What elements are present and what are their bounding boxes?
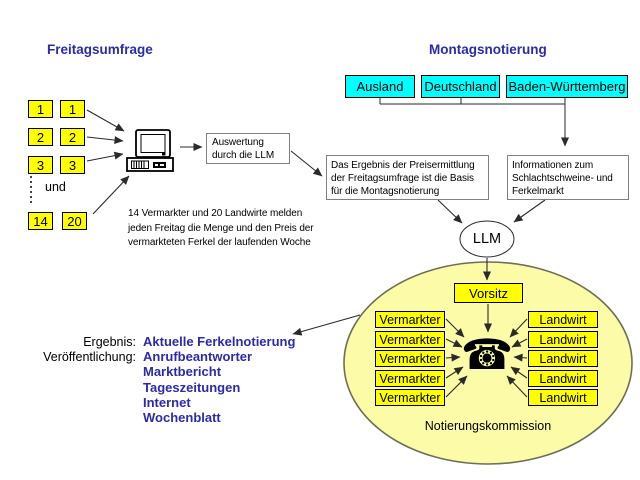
landwirt-number-3: 3 [60,156,85,174]
landwirt-box-3: Landwirt [528,350,598,367]
landwirt-number-1: 1 [60,100,85,118]
result-label: Veröffentlichung: [43,349,136,364]
vermarkter-box-5: Vermarkter [375,389,445,406]
result-row: Wochenblatt [28,410,328,425]
und-label: und [45,180,66,194]
telephone-icon: ☎ [460,331,514,378]
vermarkter-box-1: Vermarkter [375,311,445,328]
results-list: Ergebnis: Aktuelle Ferkelnotierung Veröf… [28,334,328,425]
title-montagsnotierung: Montagsnotierung [429,42,547,57]
market-level-baden-wuerttemberg: Baden-Württemberg [506,75,628,98]
result-value: Aktuelle Ferkelnotierung [143,334,296,350]
landwirt-box-2: Landwirt [528,331,598,348]
result-value: Internet [143,394,191,410]
landwirt-number-2: 2 [60,128,85,146]
landwirt-number-20: 20 [62,212,87,230]
notierungskommission-caption: Notierungskommission [424,419,552,433]
vermarkter-box-2: Vermarkter [375,331,445,348]
result-value: Tageszeitungen [143,379,241,395]
computer-icon [126,129,174,172]
result-row: Internet [28,395,328,410]
result-label: Ergebnis: [83,334,136,349]
result-row: Tageszeitungen [28,380,328,395]
reporting-note: 14 Vermarkter und 20 Landwirte melden je… [128,208,314,248]
vermarkter-box-3: Vermarkter [375,350,445,367]
vermarkter-number-1: 1 [28,100,53,118]
result-row-ergebnis: Ergebnis: Aktuelle Ferkelnotierung [28,334,328,349]
vorsitz-box: Vorsitz [454,283,523,303]
vermarkter-number-14: 14 [28,212,53,230]
market-level-deutschland: Deutschland [421,75,500,98]
result-value: Wochenblatt [143,410,221,426]
landwirt-box-4: Landwirt [528,370,598,387]
market-level-ausland: Ausland [345,75,415,98]
informationen-box: Informationen zum Schlachtschweine- und … [507,155,629,200]
vermarkter-box-4: Vermarkter [375,370,445,387]
landwirt-box-5: Landwirt [528,389,598,406]
result-row: Marktbericht [28,364,328,379]
landwirt-box-1: Landwirt [528,311,598,328]
result-value: Marktbericht [143,364,222,380]
ergebnis-basis-box: Das Ergebnis der Preisermittlung der Fre… [326,155,489,200]
llm-label: LLM [472,231,502,247]
vermarkter-number-2: 2 [28,128,53,146]
title-freitagsumfrage: Freitagsumfrage [47,42,153,57]
result-row-veroeffentlichung: Veröffentlichung: Anrufbeantworter [28,349,328,364]
vermarkter-number-3: 3 [28,156,53,174]
auswertung-box: Auswertung durch die LLM [206,133,290,164]
market-levels-connector [379,97,569,147]
result-value: Anrufbeantworter [143,349,253,365]
